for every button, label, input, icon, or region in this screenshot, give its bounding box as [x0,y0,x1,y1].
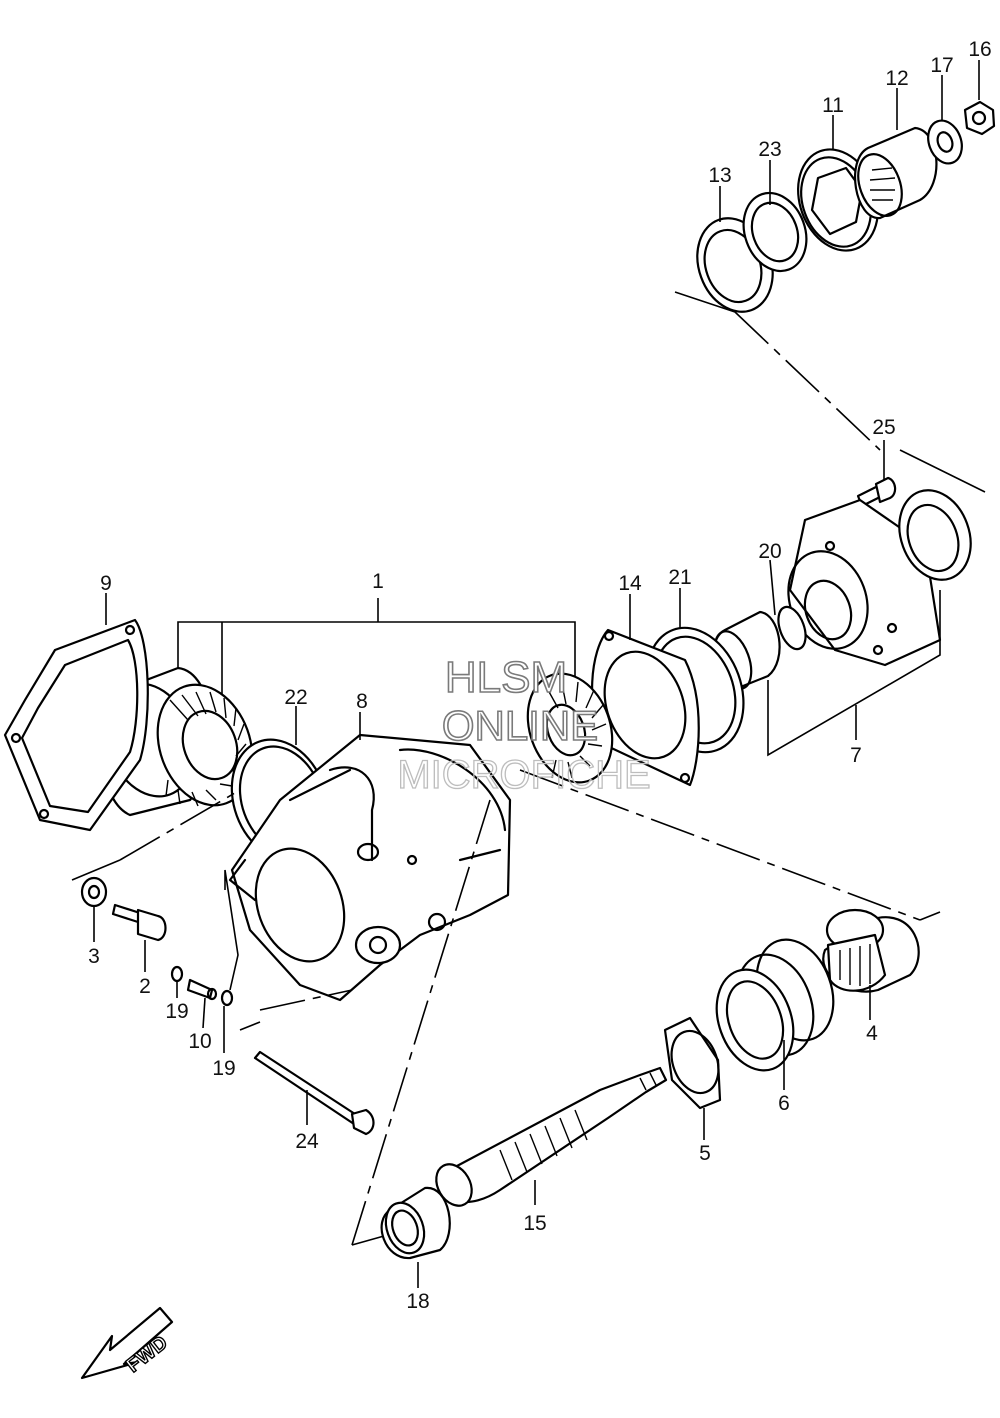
callout-24: 24 [295,1130,319,1153]
part-4-clutch-bushing [822,908,920,993]
callout-7: 7 [850,744,862,767]
callout-1: 1 [372,570,384,593]
part-1-reverse-gear [526,672,614,784]
part-3-washer [80,876,108,908]
part-19-o-ring [170,965,184,983]
callout-21: 21 [668,566,691,589]
part-24-through-bolt [253,1050,375,1136]
callout-16: 16 [968,38,991,61]
callout-4: 4 [866,1022,878,1045]
part-11-retainer-nut [797,148,879,252]
watermark-line3: MICROFICHE [397,753,650,797]
callout-22: 22 [284,686,307,709]
callout-6: 6 [778,1092,790,1115]
part-8-gearcase-housing [228,733,512,1002]
callout-9: 9 [100,572,112,595]
callout-11: 11 [822,94,844,117]
part-19-o-ring-2 [220,989,234,1007]
watermark: HLSM ONLINE MICROFICHE [397,652,652,797]
part-9-gasket [3,618,149,832]
callout-15: 15 [523,1212,546,1235]
callout-14: 14 [618,572,642,595]
part-7-bearing-housing [787,489,972,667]
part-18-needle-bearing [380,1186,451,1260]
callout-labels: 1 2 3 4 5 6 7 8 9 10 11 12 13 14 15 16 1… [88,38,992,1313]
callout-20: 20 [758,540,781,563]
callout-18: 18 [406,1290,429,1313]
part-20-o-ring [777,605,807,651]
part-2-bolt [111,903,167,942]
part-12-bushing [854,126,938,220]
part-15-propeller-shaft [435,1066,668,1207]
part-10-pin [186,978,218,1001]
part-6-spring [715,938,835,1072]
part-5-cam-follower [663,1016,722,1110]
callout-2: 2 [139,975,151,998]
callout-19a: 19 [165,1000,188,1023]
callout-12: 12 [885,67,908,90]
callout-23: 23 [758,138,781,161]
callout-10: 10 [188,1030,211,1053]
leader-lines [93,60,980,1288]
callout-25: 25 [872,416,895,439]
callout-3: 3 [88,945,100,968]
fwd-arrow-icon: FWD [80,1306,174,1380]
callout-17: 17 [930,54,953,77]
callout-13: 13 [708,164,731,187]
callout-8: 8 [356,690,368,713]
callout-5: 5 [699,1142,711,1165]
watermark-line1: HLSM [445,653,567,702]
part-17-washer [927,119,963,165]
part-16-nut [963,100,996,136]
part-25-bolt [856,476,897,508]
callout-19b: 19 [212,1057,235,1080]
watermark-line2: ONLINE [442,702,598,749]
part-23-o-ring [742,191,808,273]
